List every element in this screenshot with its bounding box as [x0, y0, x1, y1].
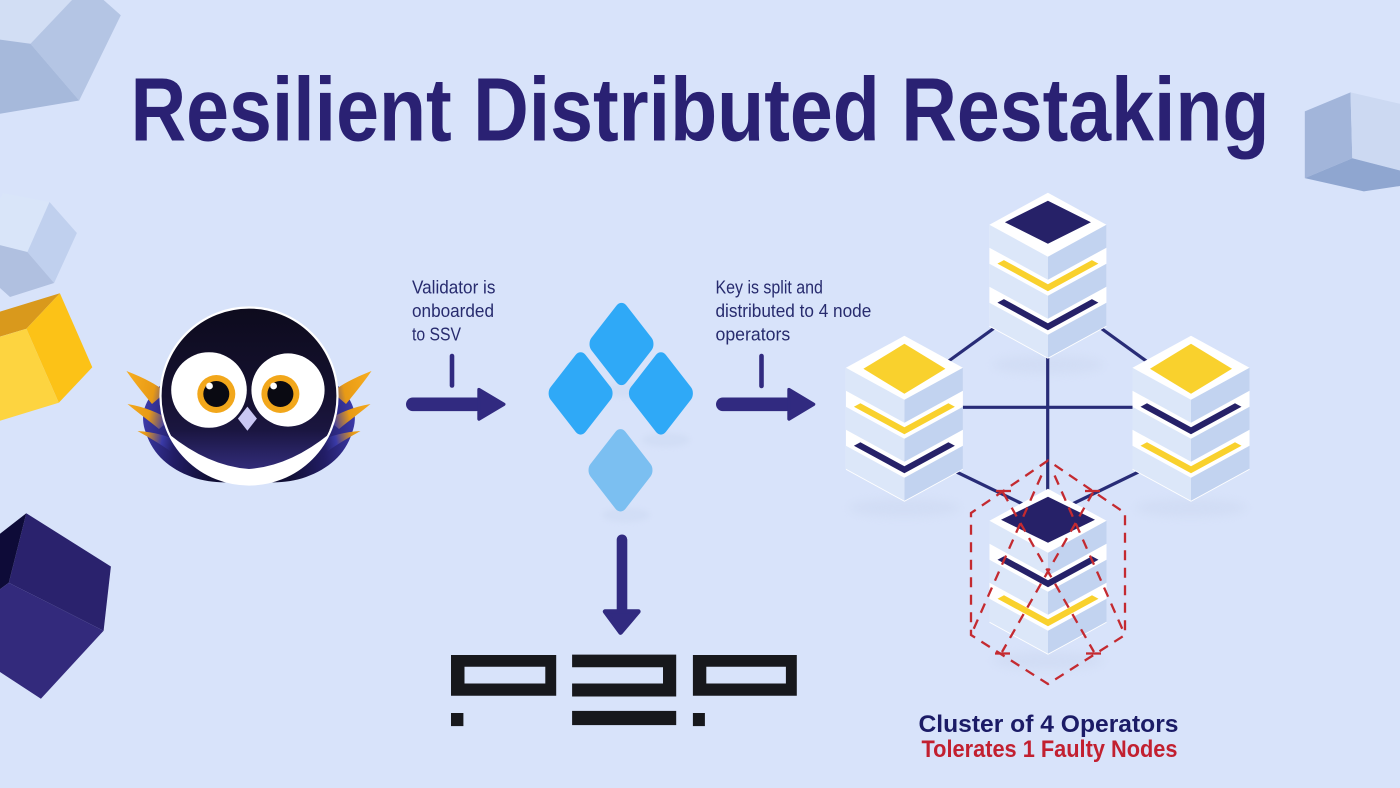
svg-text:Resilient Distributed Restakin: Resilient Distributed Restaking	[131, 61, 1270, 161]
svg-text:operators: operators	[716, 325, 791, 345]
svg-text:Tolerates 1 Faulty Nodes: Tolerates 1 Faulty Nodes	[922, 736, 1178, 763]
svg-text:Validator is: Validator is	[412, 278, 495, 298]
svg-text:Key is split and: Key is split and	[716, 278, 823, 298]
svg-text:distributed to 4 node: distributed to 4 node	[716, 301, 872, 321]
svg-text:onboarded: onboarded	[412, 301, 494, 321]
svg-text:to SSV: to SSV	[412, 325, 461, 345]
svg-text:Cluster of 4 Operators: Cluster of 4 Operators	[919, 711, 1179, 738]
